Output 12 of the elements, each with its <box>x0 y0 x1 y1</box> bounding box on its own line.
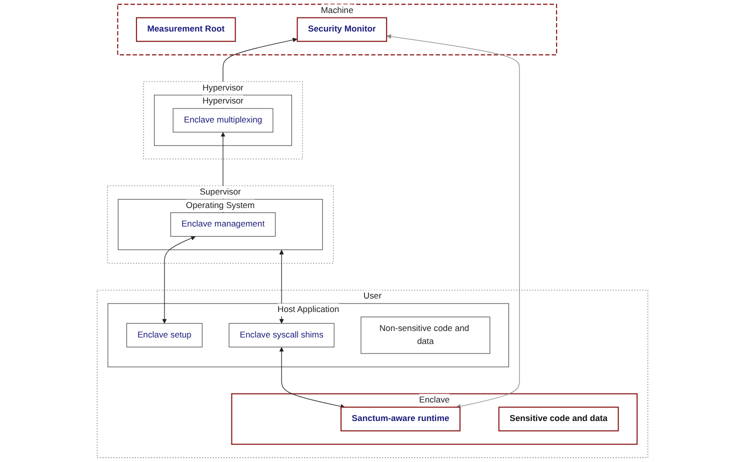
node-box: Enclave setup <box>126 323 202 348</box>
node-box: Security Monitor <box>296 17 388 42</box>
node-box: Enclave syscall shims <box>228 323 334 348</box>
arrow <box>279 347 346 409</box>
node-box: Measurement Root <box>136 17 236 42</box>
arrow <box>386 34 520 409</box>
node-box: Sanctum-aware runtime <box>340 406 461 432</box>
node-box: Non-sensitive code and data <box>360 316 490 354</box>
node-box: Sensitive code and data <box>498 406 619 432</box>
node-box: Enclave management <box>170 212 276 237</box>
node-box: Enclave multiplexing <box>172 108 274 132</box>
arrow <box>162 236 196 324</box>
